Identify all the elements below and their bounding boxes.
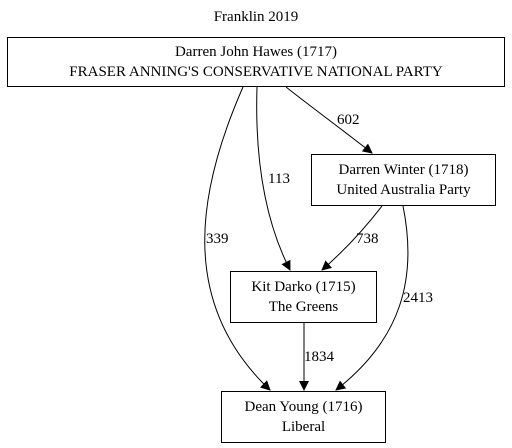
node-darko-party: The Greens — [268, 299, 339, 315]
node-young-party: Liberal — [281, 419, 326, 435]
edge-label-winter-young: 2413 — [403, 290, 433, 306]
node-winter-name: Darren Winter (1718) — [338, 162, 469, 178]
node-darren-john-hawes: Darren John Hawes (1717) FRASER ANNING'S… — [7, 37, 505, 87]
node-young-name: Dean Young (1716) — [244, 399, 363, 415]
node-hawes-party: FRASER ANNING'S CONSERVATIVE NATIONAL PA… — [69, 64, 443, 80]
edge-hawes-winter — [285, 86, 373, 154]
node-hawes-name: Darren John Hawes (1717) — [174, 44, 338, 60]
edge-label-hawes-darko: 113 — [268, 171, 290, 187]
edge-hawes-darko — [256, 86, 291, 271]
node-kit-darko: Kit Darko (1715) The Greens — [230, 271, 377, 323]
edge-winter-young — [335, 205, 409, 391]
node-dean-young: Dean Young (1716) Liberal — [221, 391, 386, 443]
diagram-title: Franklin 2019 — [213, 9, 299, 25]
edge-label-darko-young: 1834 — [304, 349, 334, 365]
node-darren-winter: Darren Winter (1718) United Australia Pa… — [311, 154, 496, 206]
node-darko-name: Kit Darko (1715) — [251, 279, 356, 295]
edge-label-winter-darko: 738 — [356, 231, 379, 247]
node-winter-party: United Australia Party — [336, 182, 471, 198]
edge-label-hawes-winter: 602 — [337, 112, 360, 128]
edge-label-hawes-young: 339 — [206, 231, 229, 247]
edge-hawes-young — [204, 86, 271, 391]
edge-winter-darko — [321, 205, 383, 271]
